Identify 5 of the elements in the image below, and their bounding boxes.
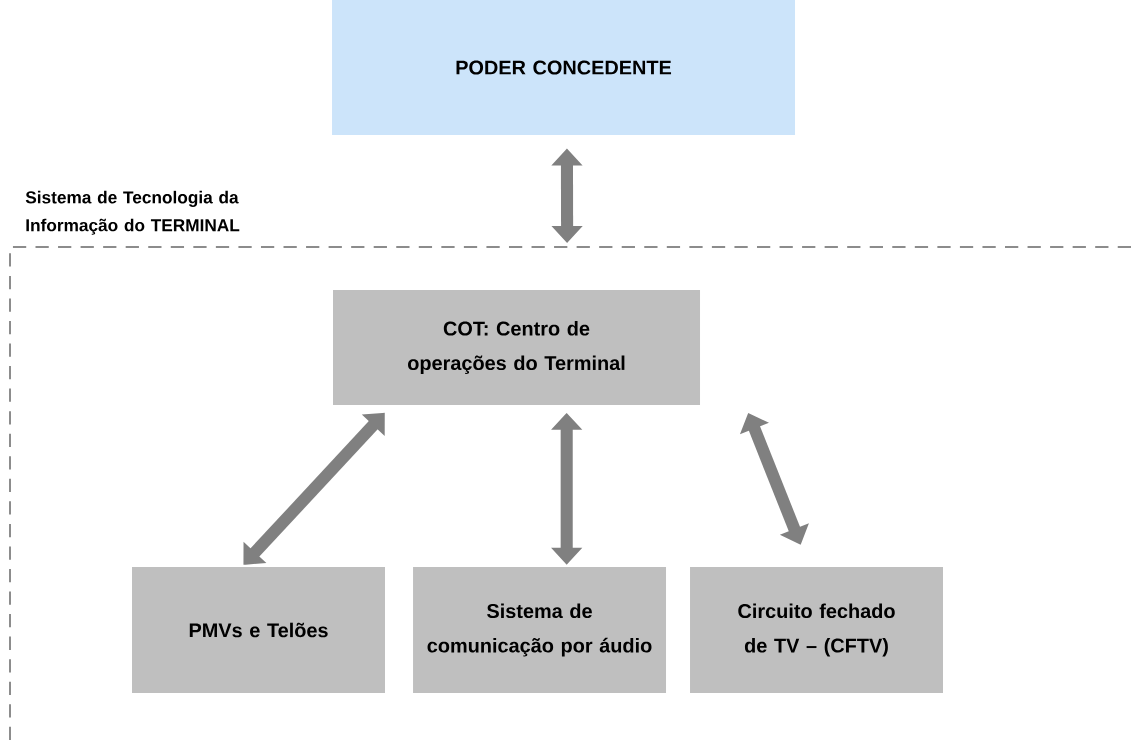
process-box: Sistema de comunicação por áudio	[413, 567, 666, 693]
process-box: PMVs e Telões	[132, 567, 385, 693]
process-box: Circuito fechado de TV – (CFTV)	[690, 567, 943, 693]
process-box: COT: Centro de operações do Terminal	[333, 290, 700, 405]
process-box: PODER CONCEDENTE	[332, 0, 795, 135]
